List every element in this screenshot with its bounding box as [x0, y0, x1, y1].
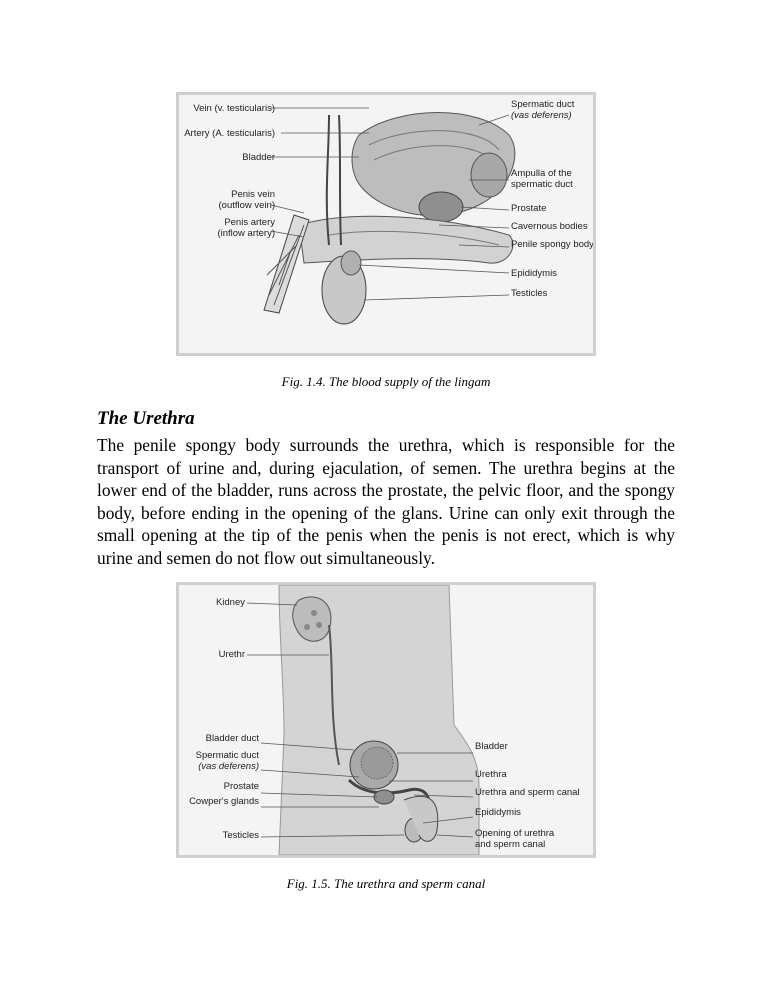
label-cavernous-bodies: Cavernous bodies: [511, 221, 588, 232]
figure-caption-1: Fig. 1.4. The blood supply of the lingam: [0, 374, 772, 390]
label-vein: Vein (v. testicularis): [193, 103, 275, 114]
label-penis-artery: Penis artery: [224, 217, 275, 228]
label-spermatic-duct: Spermatic duct: [196, 750, 259, 761]
label-penile-spongy-body: Penile spongy body: [511, 239, 594, 250]
anatomy-illustration-urethra: [179, 585, 593, 855]
label-epididymis: Epididymis: [475, 807, 521, 818]
figure-urethra: Kidney Urethr Bladder duct Spermatic duc…: [176, 582, 596, 858]
label-spermatic-duct: Spermatic duct: [511, 99, 574, 110]
label-kidney: Kidney: [216, 597, 245, 608]
label-spermatic-duct-note: (vas deferens): [511, 110, 572, 121]
label-opening-2: and sperm canal: [475, 839, 545, 850]
figure-caption-2: Fig. 1.5. The urethra and sperm canal: [0, 876, 772, 892]
label-penis-vein: Penis vein: [231, 189, 275, 200]
label-penis-vein-note: (outflow vein): [219, 200, 276, 211]
label-prostate: Prostate: [511, 203, 546, 214]
label-bladder-duct: Bladder duct: [206, 733, 259, 744]
section-heading: The Urethra: [97, 408, 195, 430]
label-bladder: Bladder: [475, 741, 508, 752]
label-opening: Opening of urethra: [475, 828, 554, 839]
label-urethr: Urethr: [219, 649, 245, 660]
label-testicles: Testicles: [223, 830, 259, 841]
label-ampulla-2: spermatic duct: [511, 179, 573, 190]
label-ampulla: Ampulla of the: [511, 168, 572, 179]
label-bladder: Bladder: [242, 152, 275, 163]
label-epididymis: Epididymis: [511, 268, 557, 279]
body-paragraph: The penile spongy body surrounds the ure…: [97, 434, 675, 570]
label-artery: Artery (A. testicularis): [184, 128, 275, 139]
label-prostate: Prostate: [224, 781, 259, 792]
label-urethra: Urethra: [475, 769, 507, 780]
figure-blood-supply: Vein (v. testicularis) Artery (A. testic…: [176, 92, 596, 356]
label-cowpers-glands: Cowper's glands: [189, 796, 259, 807]
label-testicles: Testicles: [511, 288, 547, 299]
label-urethra-sperm-canal: Urethra and sperm canal: [475, 787, 580, 798]
label-penis-artery-note: (inflow artery): [217, 228, 275, 239]
label-spermatic-duct-note: (vas deferens): [198, 761, 259, 772]
